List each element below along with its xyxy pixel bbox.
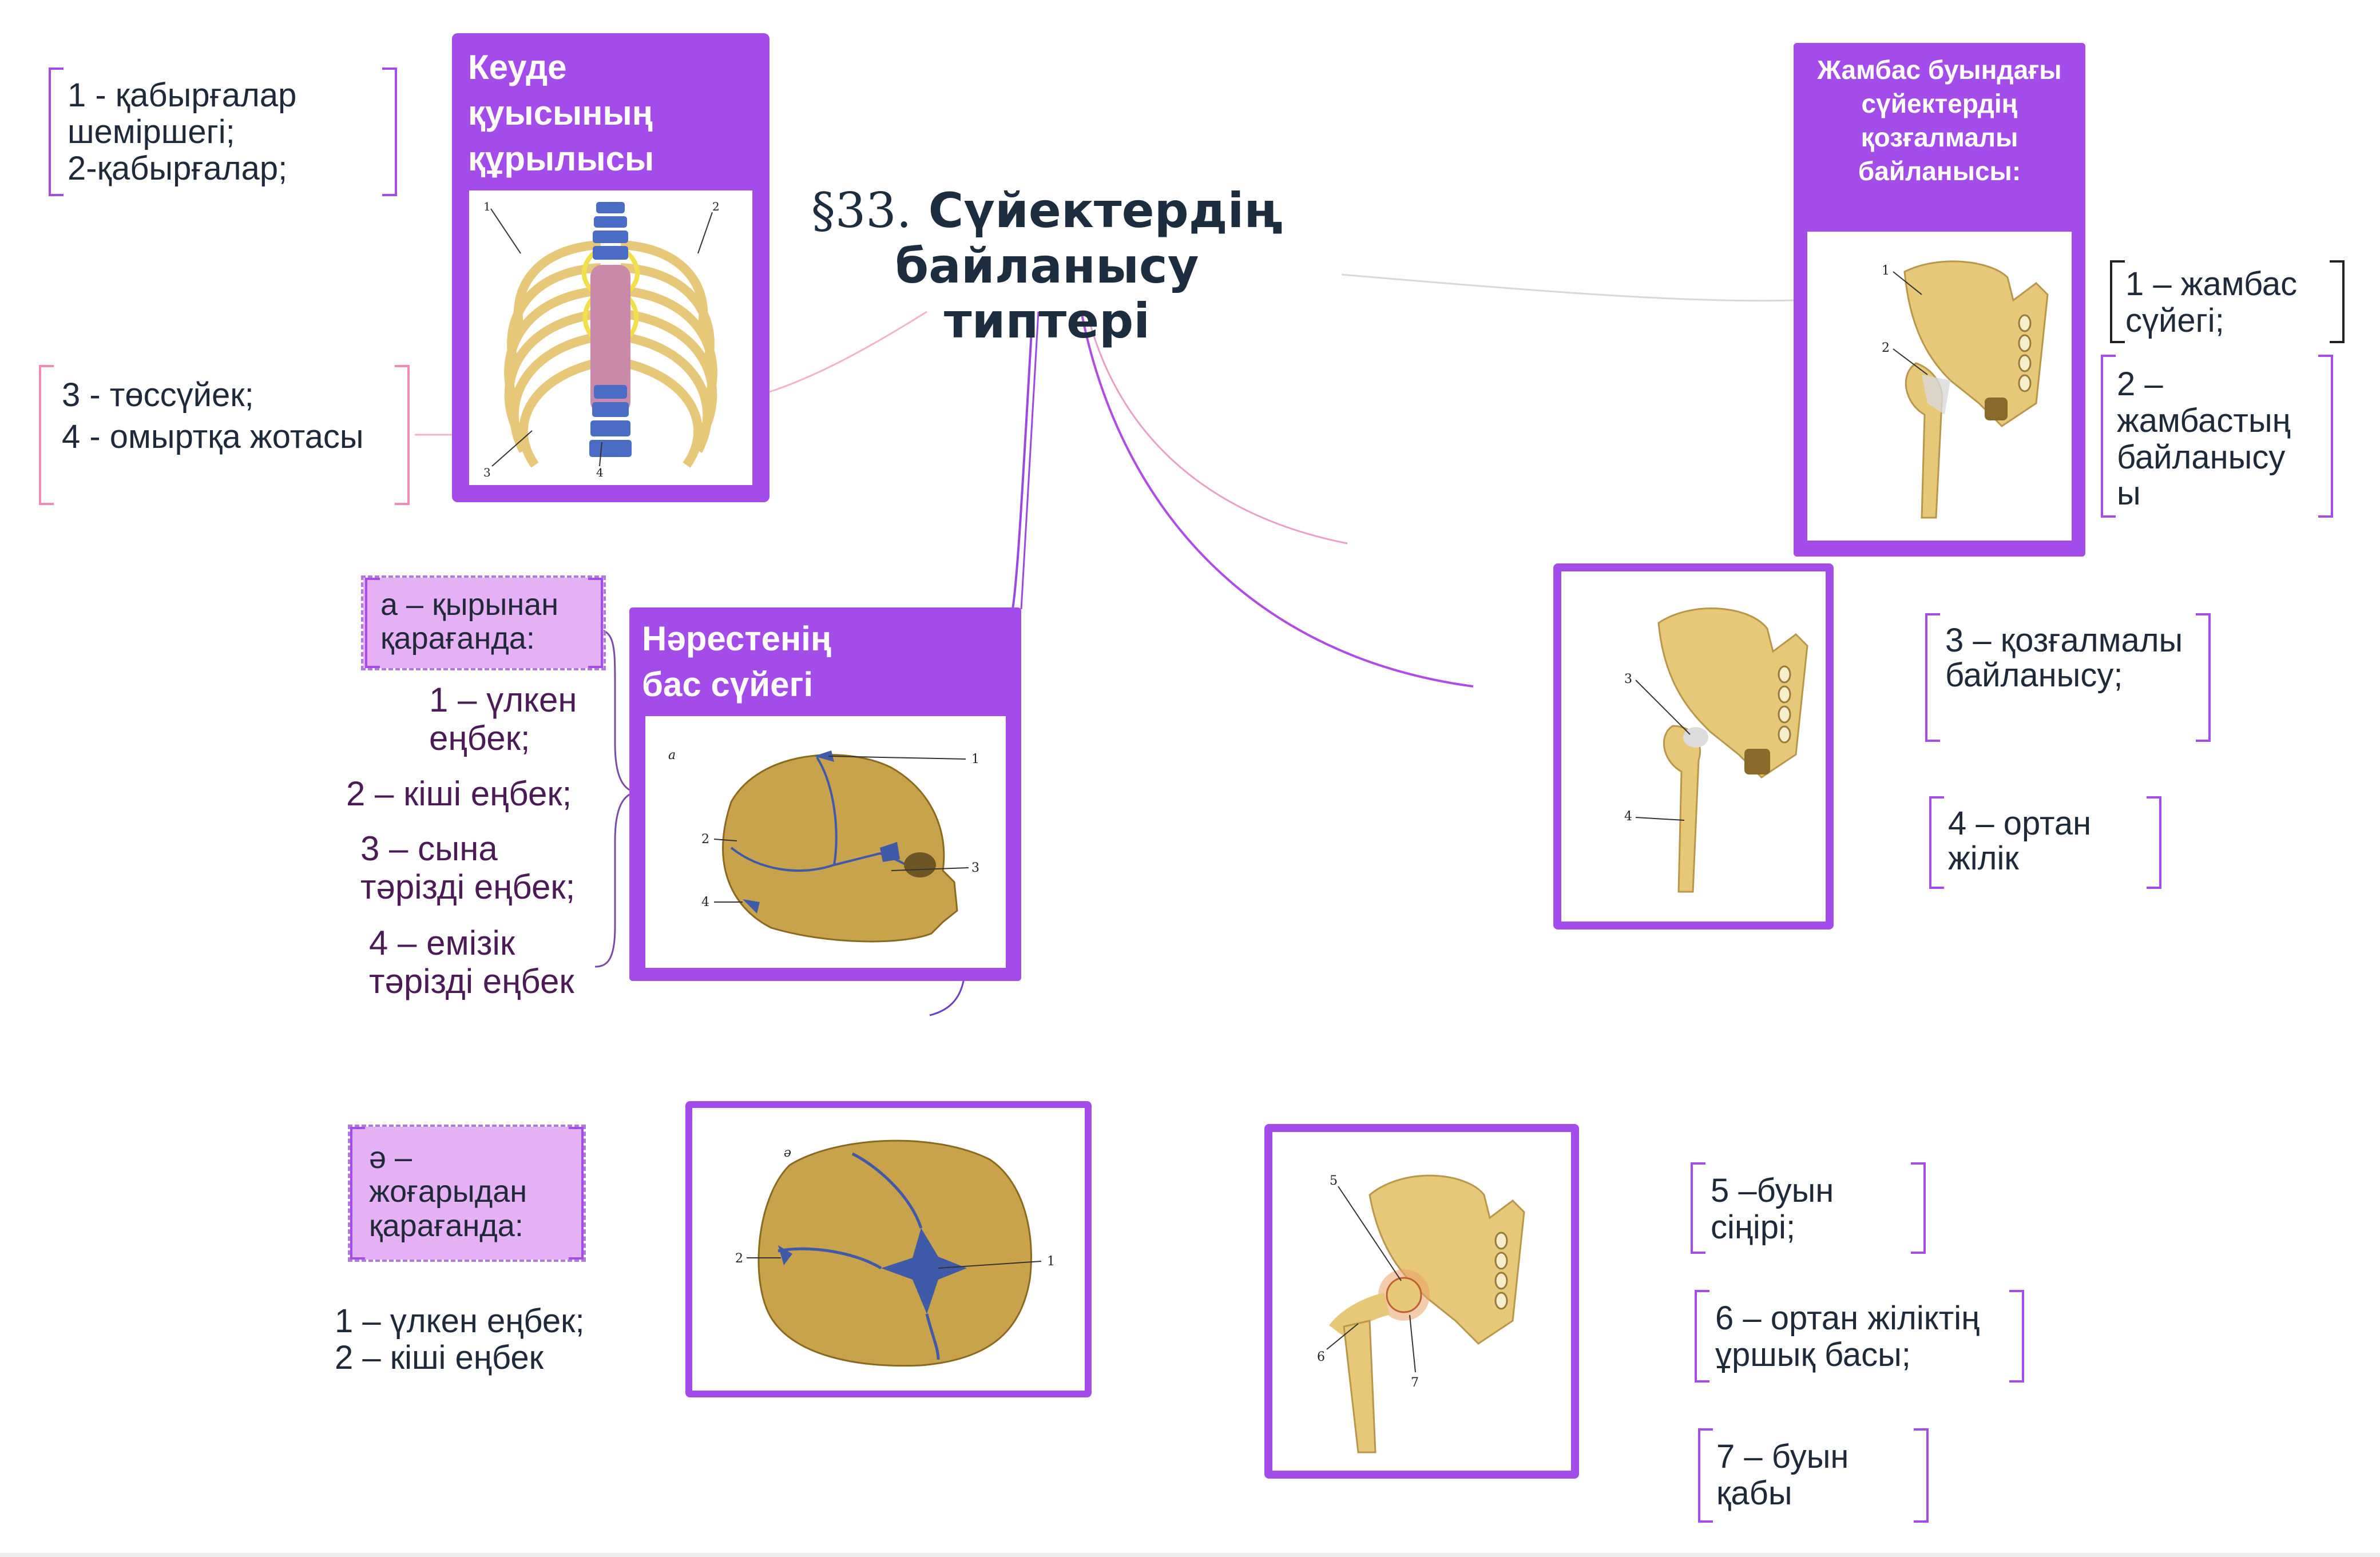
skull-top-number: 2 <box>735 1252 743 1266</box>
joint-frame: 5 6 7 <box>1264 1124 1579 1479</box>
link-title-chest <box>769 311 927 393</box>
bracket <box>1911 1162 1926 1254</box>
bracket <box>2196 613 2211 742</box>
chest-card-header: Кеуде қуысының құрылысы <box>468 48 654 178</box>
bracket <box>365 578 380 668</box>
skull-a-item-4: 4 – емізік тәрізді еңбек <box>369 924 574 1001</box>
chest-fig-number: 4 <box>596 466 604 479</box>
link-title-skull <box>1011 311 1034 610</box>
joint-label-5: 5 –буын сіңірі; <box>1711 1172 1834 1246</box>
chest-label-3-4: 3 - төссүйек; 4 - омыртқа жотасы <box>62 376 364 455</box>
skull-top-illustration: ә 2 1 <box>735 1139 1055 1367</box>
link-title-pelvis <box>1341 273 1794 302</box>
bracket <box>1695 1290 1709 1383</box>
pelvis-fig-number: 1 <box>1882 264 1890 278</box>
skull-top-frame: ә 2 1 <box>685 1101 1092 1397</box>
skull-a-item-2: 2 – кіші еңбек; <box>346 774 572 813</box>
link-skull-down <box>929 978 965 1016</box>
bracket <box>1925 613 1940 742</box>
joint-fig-number: 6 <box>1317 1350 1325 1364</box>
bracket <box>2110 260 2125 343</box>
bracket <box>49 67 64 196</box>
chest-image: 1 2 3 4 <box>469 190 752 485</box>
bracket <box>2147 796 2161 889</box>
joint-fig-number: 7 <box>1411 1376 1419 1390</box>
title-symbol: §33. <box>811 182 912 239</box>
bracket <box>395 365 410 505</box>
ribcage-illustration: 1 2 3 4 <box>483 200 720 479</box>
skull-a-item-3: 3 – сына тәрізді еңбек; <box>360 829 576 907</box>
pelvis-illustration: 1 2 <box>1882 260 2049 519</box>
bracket <box>2009 1290 2024 1383</box>
chest-fig-number: 3 <box>483 466 491 479</box>
hip-fig-number: 3 <box>1624 672 1632 686</box>
pelvis-label-1: 1 – жамбас сүйегі; <box>2125 265 2298 339</box>
chest-label-1-2: 1 - қабырғалар шеміршегі; 2-қабырғалар; <box>68 77 297 187</box>
bracket <box>2318 355 2333 518</box>
skull-b-heading-box <box>348 1125 586 1262</box>
hip-frame: 3 4 <box>1553 563 1834 930</box>
chest-fig-number: 2 <box>712 200 720 213</box>
skull-side-image: а 1 2 3 4 <box>645 716 1006 968</box>
joint-fig-number: 5 <box>1330 1174 1338 1188</box>
skull-card-header: Нәрестенің бас сүйегі <box>642 619 832 704</box>
joint-label-6: 6 – ортан жіліктің ұршық басы; <box>1715 1300 1980 1373</box>
joint-label-7: 7 – буын қабы <box>1716 1438 1849 1512</box>
bracket <box>1691 1162 1705 1254</box>
bracket <box>2101 355 2116 518</box>
skull-b-heading: ә – жоғарыдан қарағанда: <box>369 1141 527 1243</box>
skull-a-item-1: 1 – үлкен еңбек; <box>429 681 577 758</box>
skull-side-number: 3 <box>971 861 979 875</box>
bottom-strip <box>0 1553 2380 1557</box>
pelvis-card: Жамбас буындағы сүйектердің қозғалмалы б… <box>1794 43 2085 557</box>
hip-illustration: 3 4 <box>1624 607 1808 893</box>
skull-side-number: 2 <box>701 832 709 847</box>
link-title-skull-2 <box>1020 311 1040 610</box>
bracket <box>350 1127 365 1260</box>
chest-card: Кеуде қуысының құрылысы <box>452 33 769 502</box>
skull-side-number: 4 <box>701 895 709 909</box>
skull-a-heading: а – қырынан қарағанда: <box>380 587 559 656</box>
skull-side-number: 1 <box>971 752 979 766</box>
bracket <box>569 1127 584 1260</box>
bracket <box>1698 1428 1713 1523</box>
bracket <box>2330 260 2345 343</box>
skull-a-heading-box <box>361 575 606 670</box>
link-title-hip-image <box>1080 311 1474 688</box>
skull-side-letter: а <box>668 748 676 762</box>
skull-card: Нәрестенің бас сүйегі а 1 2 3 4 <box>629 607 1021 981</box>
bracket <box>39 365 54 505</box>
link-title-hip <box>1086 311 1348 545</box>
skull-side-illustration: а 1 2 3 4 <box>668 748 979 943</box>
hip-label-3: 3 – қозғалмалы байланысу; <box>1945 622 2183 694</box>
hip-label-4: 4 – ортан жілік <box>1948 805 2092 877</box>
pelvis-image: 1 2 <box>1807 232 2072 541</box>
pelvis-card-header: Жамбас буындағы сүйектердің қозғалмалы б… <box>1817 55 2062 186</box>
bracket <box>1914 1428 1929 1523</box>
chest-fig-number: 1 <box>483 200 491 213</box>
skull-b-items: 1 – үлкен еңбек; 2 – кіші еңбек <box>335 1302 585 1376</box>
skull-top-number: 1 <box>1047 1254 1055 1269</box>
skull-top-letter: ә <box>784 1146 791 1160</box>
bracket <box>382 67 397 196</box>
hip-fig-number: 4 <box>1624 809 1632 824</box>
pelvis-fig-number: 2 <box>1882 341 1890 355</box>
bracket <box>588 578 603 668</box>
page-title: §33. Сүйектердің байланысу типтері <box>790 183 1304 349</box>
bracket <box>1929 796 1944 889</box>
joint-illustration: 5 6 7 <box>1317 1174 1525 1453</box>
title-text: Сүйектердің байланысу типтері <box>895 182 1283 349</box>
pelvis-label-2: 2 – жамбастың байланысу ы <box>2117 366 2291 513</box>
